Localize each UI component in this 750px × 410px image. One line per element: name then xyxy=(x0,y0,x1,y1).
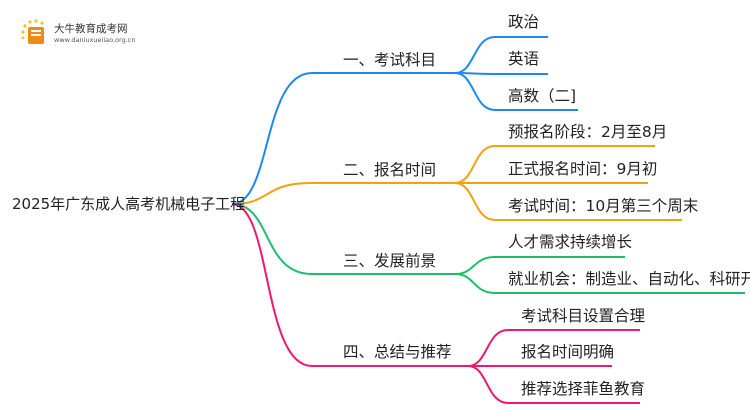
branch-label: 四、总结与推荐 xyxy=(343,343,452,361)
leaf-label: 政治 xyxy=(508,13,540,31)
leaf-label: 人才需求持续增长 xyxy=(508,233,633,251)
branch-label: 二、报名时间 xyxy=(343,161,437,179)
branch-connector xyxy=(231,203,468,367)
leaf-connector xyxy=(454,256,625,275)
logo-icon xyxy=(20,18,52,50)
leaf-label: 高数（二] xyxy=(508,87,577,105)
branch-connector xyxy=(231,203,455,275)
root-topic: 2025年广东成人高考机械电子工程 xyxy=(12,195,246,213)
leaf-connector xyxy=(454,36,548,74)
branch-label: 一、考试科目 xyxy=(343,51,437,69)
branch-connector xyxy=(231,182,455,205)
leaf-connector xyxy=(467,329,640,367)
leaf-connector xyxy=(467,365,640,404)
leaf-connector xyxy=(454,145,655,184)
leaf-connector xyxy=(454,72,578,111)
logo-url: www.daniuxueiiao.org.cn xyxy=(54,36,136,44)
leaf-label: 考试科目设置合理 xyxy=(521,307,646,325)
leaf-connector xyxy=(454,273,745,294)
logo-title: 大牛教育成考网 xyxy=(54,23,128,35)
leaf-label: 就业机会：制造业、自动化、科研开发 xyxy=(508,270,750,288)
leaf-label: 报名时间明确 xyxy=(521,343,615,361)
leaf-label: 英语 xyxy=(508,50,540,68)
leaf-label: 正式报名时间：9月初 xyxy=(508,160,658,178)
branch-label: 三、发展前景 xyxy=(343,252,437,270)
leaf-label: 考试时间：10月第三个周末 xyxy=(508,197,699,215)
leaf-label: 预报名阶段：2月至8月 xyxy=(508,123,668,141)
branch-connector xyxy=(231,72,455,205)
leaf-connector xyxy=(454,72,548,75)
leaf-label: 推荐选择菲鱼教育 xyxy=(521,380,646,398)
leaf-connector xyxy=(454,182,682,221)
